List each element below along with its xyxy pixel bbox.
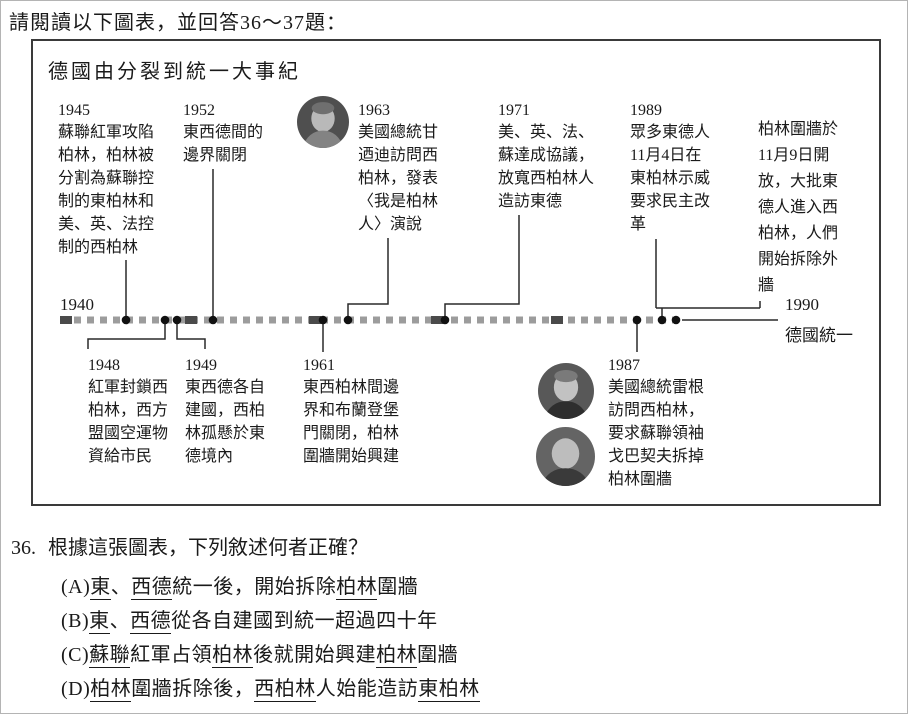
- event-text: 蘇聯紅軍攻陷 柏林，柏林被 分割為蘇聯控 制的東柏林和 美、英、法控 制的西柏林: [58, 124, 155, 256]
- event-1971: 1971 美、英、法、 蘇達成協議， 放寬西柏林人 造訪東德: [498, 100, 600, 213]
- kennedy-portrait-photo: [297, 96, 349, 148]
- question-number: 36.: [11, 537, 36, 559]
- proper-noun-mark: 東: [89, 610, 110, 634]
- event-1952: 1952 東西德間的 邊界關閉: [183, 100, 279, 167]
- proper-noun-mark: 東: [90, 576, 111, 600]
- diagram-title: 德國由分裂到統一大事紀: [48, 61, 301, 83]
- event-year: 1945: [58, 102, 90, 119]
- event-text: 美國總統甘 迺迪訪問西 柏林，發表 〈我是柏林 人〉演說: [358, 124, 439, 233]
- reagan-photo: [538, 363, 594, 419]
- kennedy-photo: [297, 96, 349, 148]
- event-wall-opening: 柏林圍牆於 11月9日開 放，大批東 德人進入西 柏林，人們 開始拆除外 牆: [758, 117, 844, 299]
- option-a: (A)東、西德統一後，開始拆除柏林圍牆: [61, 576, 419, 600]
- event-1987: 1987 美國總統雷根 訪問西柏林， 要求蘇聯領袖 戈巴契夫拆掉 柏林圍牆: [608, 355, 708, 491]
- event-text: 東西德間的 邊界關閉: [183, 124, 264, 164]
- event-year: 1961: [303, 357, 335, 374]
- event-year: 1989: [630, 102, 662, 119]
- proper-noun-mark: 柏林: [336, 576, 378, 600]
- event-1961: 1961 東西柏林間邊 界和布蘭登堡 門關閉，柏林 圍牆開始興建: [303, 355, 403, 468]
- event-text: 美、英、法、 蘇達成協議， 放寬西柏林人 造訪東德: [498, 124, 595, 210]
- proper-noun-mark: 蘇聯: [89, 644, 131, 668]
- event-year: 1948: [88, 357, 120, 374]
- event-text: 美國總統雷根 訪問西柏林， 要求蘇聯領袖 戈巴契夫拆掉 柏林圍牆: [608, 379, 705, 488]
- axis-end-caption: 德國統一: [785, 326, 853, 345]
- event-dots: [121, 315, 681, 325]
- event-text: 東西柏林間邊 界和布蘭登堡 門關閉，柏林 圍牆開始興建: [303, 379, 400, 465]
- event-1948: 1948 紅軍封鎖西 柏林，西方 盟國空運物 資給市民: [88, 355, 174, 468]
- decade-tick-marks: [60, 316, 563, 324]
- axis-end-label: 1990: [785, 295, 819, 314]
- axis-start-label: 1940: [60, 295, 94, 314]
- event-year: 1952: [183, 102, 215, 119]
- event-year: 1963: [358, 102, 390, 119]
- proper-noun-mark: 柏林: [212, 644, 254, 668]
- instruction-text: 請閱讀以下圖表，並回答36～37題：: [9, 12, 347, 34]
- proper-noun-mark: 柏林: [376, 644, 418, 668]
- event-1949: 1949 東西德各自 建國，西柏 林孤懸於東 德境內: [185, 355, 271, 468]
- gorbachev-portrait-photo: [536, 427, 595, 486]
- event-text: 東西德各自 建國，西柏 林孤懸於東 德境內: [185, 379, 266, 465]
- event-1989: 1989 眾多東德人 11月4日在 東柏林示威 要求民主改 革: [630, 100, 724, 236]
- event-text: 紅軍封鎖西 柏林，西方 盟國空運物 資給市民: [88, 379, 169, 465]
- event-year: 1987: [608, 357, 640, 374]
- event-1963: 1963 美國總統甘 迺迪訪問西 柏林，發表 〈我是柏林 人〉演說: [358, 100, 450, 236]
- event-text: 眾多東德人 11月4日在 東柏林示威 要求民主改 革: [630, 124, 711, 233]
- option-b: (B)東、西德從各自建國到統一超過四十年: [61, 610, 438, 634]
- event-connectors: [87, 169, 761, 352]
- proper-noun-mark: 東柏林: [418, 678, 480, 702]
- proper-noun-mark: 西柏林: [254, 678, 316, 702]
- reagan-portrait-photo: [538, 363, 594, 419]
- proper-noun-mark: 柏林: [90, 678, 132, 702]
- timeline-axis-graphic: [60, 169, 778, 352]
- event-year: 1949: [185, 357, 217, 374]
- option-c: (C)蘇聯紅軍占領柏林後就開始興建柏林圍牆: [61, 644, 459, 668]
- option-list: (A)東、西德統一後，開始拆除柏林圍牆 (B)東、西德從各自建國到統一超過四十年…: [61, 570, 899, 706]
- event-text: 柏林圍牆於 11月9日開 放，大批東 德人進入西 柏林，人們 開始拆除外 牆: [758, 121, 839, 294]
- proper-noun-mark: 西德: [131, 576, 173, 600]
- event-year: 1971: [498, 102, 530, 119]
- question-36: 36. 根據這張圖表，下列敘述何者正確？ (A)東、西德統一後，開始拆除柏林圍牆…: [11, 535, 899, 706]
- gorbachev-photo: [536, 427, 595, 486]
- proper-noun-mark: 西德: [130, 610, 172, 634]
- option-d: (D)柏林圍牆拆除後，西柏林人始能造訪東柏林: [61, 678, 480, 702]
- timeline-diagram: 德國由分裂到統一大事紀: [31, 39, 881, 506]
- question-stem: 根據這張圖表，下列敘述何者正確？: [48, 537, 368, 559]
- event-1945: 1945 蘇聯紅軍攻陷 柏林，柏林被 分割為蘇聯控 制的東柏林和 美、英、法控 …: [58, 100, 158, 259]
